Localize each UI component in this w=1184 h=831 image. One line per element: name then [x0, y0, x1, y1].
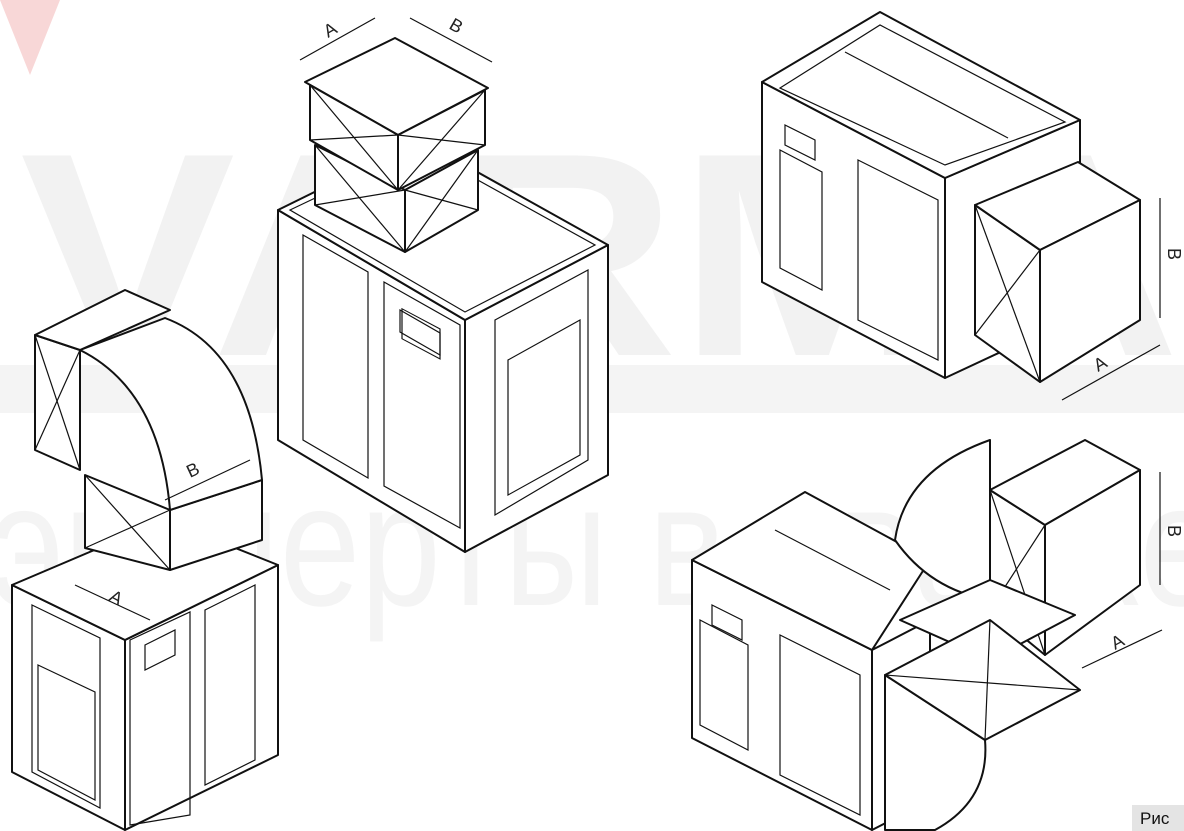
compressor-horizontal-duct: B A [761, 11, 1184, 401]
dim-b-label-right: B [1164, 248, 1184, 260]
dim-a-label: A [320, 18, 340, 41]
dim-b-label-right-bottom: B [1164, 525, 1184, 537]
figure-caption: Рис [1132, 805, 1184, 831]
dim-b-label: B [446, 14, 466, 37]
compressor-elbow-duct-right: B A [691, 439, 1184, 831]
compressor-elbow-duct-left: A B [11, 289, 279, 831]
compressor-vertical-duct: A B [277, 14, 609, 553]
